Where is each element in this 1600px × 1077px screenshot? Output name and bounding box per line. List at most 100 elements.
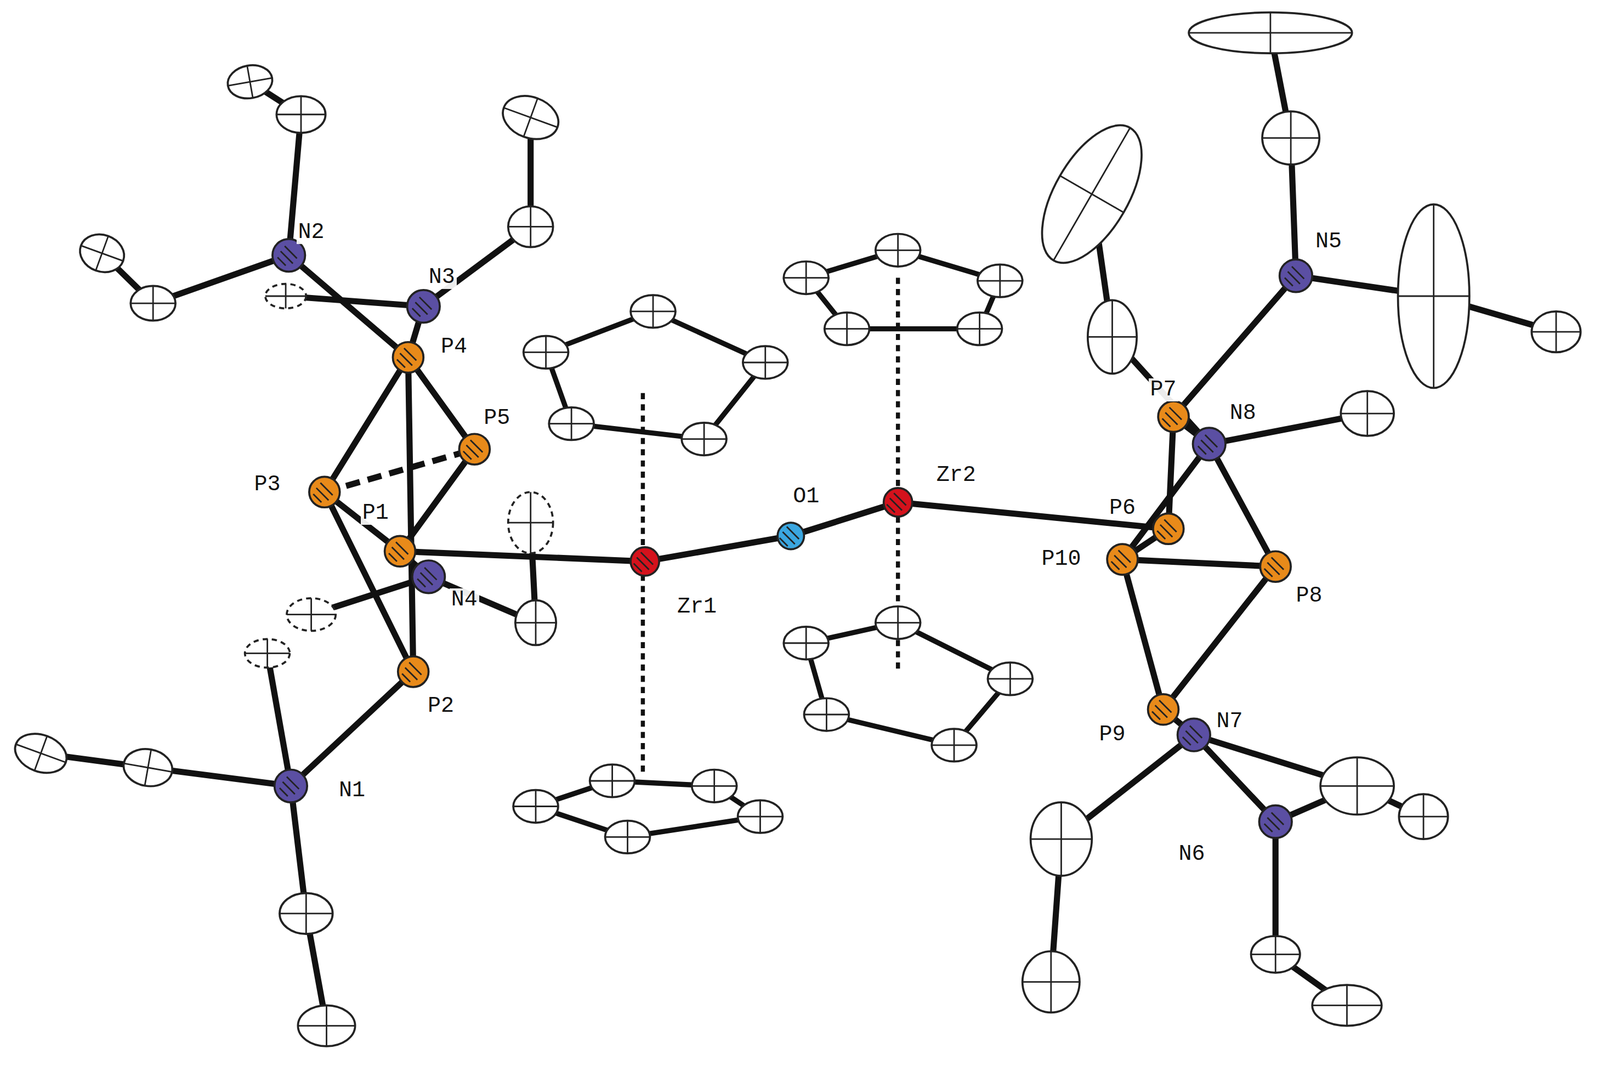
bond xyxy=(400,551,646,562)
ellipsoid-axis xyxy=(305,893,308,934)
ellipsoid-axis xyxy=(266,638,269,668)
ellipsoid-axis xyxy=(1346,984,1348,1026)
atom-label: N6 xyxy=(1177,842,1207,866)
ellipsoid-axis xyxy=(1060,802,1063,876)
bond xyxy=(324,491,414,672)
ellipsoid-axis xyxy=(95,235,109,271)
octant-shading xyxy=(277,246,297,266)
octant-shading xyxy=(396,348,417,368)
carbon-ellipsoid xyxy=(1320,757,1394,815)
carbon-ellipsoid xyxy=(496,88,565,147)
octant-shading xyxy=(1198,434,1218,455)
octant-shading xyxy=(1264,812,1284,832)
ellipsoid-axis xyxy=(570,407,573,441)
ellipsoid-axis xyxy=(285,284,287,309)
carbon-ellipsoid xyxy=(1398,793,1448,839)
ellipsoid-axis xyxy=(1050,951,1052,1013)
carbon-ellipsoid xyxy=(1030,802,1093,876)
ellipsoid-axis xyxy=(764,345,767,379)
carbon-ellipsoid xyxy=(1531,311,1581,353)
ellipsoid-axis xyxy=(247,65,253,99)
carbon-ellipsoid xyxy=(515,600,556,646)
octant-shading xyxy=(1284,266,1304,286)
ellipsoid-axis xyxy=(1290,111,1292,165)
carbon-ellipsoid xyxy=(297,1005,355,1046)
ellipsoid-axis xyxy=(535,790,537,824)
carbon-ellipsoid xyxy=(589,764,635,798)
ellipsoid-axis xyxy=(611,764,614,798)
atom-sphere xyxy=(1260,551,1291,582)
atom-label: Zr1 xyxy=(675,595,719,619)
carbon-ellipsoid xyxy=(1087,299,1137,374)
octant-shading xyxy=(412,297,432,317)
ellipsoid-axis xyxy=(1432,204,1435,389)
ellipsoid-axis xyxy=(152,285,155,321)
carbon-ellipsoid xyxy=(548,407,594,441)
carbon-ellipsoid xyxy=(508,206,554,247)
octant-shading xyxy=(388,542,408,562)
ellipsoid-axis xyxy=(825,698,828,731)
centroid-line xyxy=(640,393,645,550)
atom-sphere xyxy=(458,433,490,465)
carbon-ellipsoid xyxy=(957,312,1003,346)
octant-shading xyxy=(886,492,906,513)
centroid-line xyxy=(895,516,900,672)
atom-sphere xyxy=(309,476,340,508)
carbon-ellipsoid xyxy=(1340,390,1394,436)
ellipsoid-axis xyxy=(144,749,152,786)
carbon-ellipsoid xyxy=(931,728,977,762)
atom-label: P3 xyxy=(252,473,283,497)
carbon-ellipsoid xyxy=(276,95,326,133)
atom-sphere xyxy=(1148,694,1179,725)
atom-sphere xyxy=(1192,427,1226,461)
carbon-ellipsoid xyxy=(224,61,275,102)
carbon-ellipsoid xyxy=(681,422,727,456)
atom-label: P8 xyxy=(1294,584,1325,608)
ellipsoid-axis xyxy=(1269,12,1272,54)
atom-label: N2 xyxy=(296,220,327,245)
ellipsoid-axis xyxy=(759,800,762,833)
octant-shading xyxy=(1182,725,1202,745)
carbon-ellipsoid xyxy=(1022,951,1080,1013)
octant-shading xyxy=(1156,519,1177,539)
carbon-ellipsoid xyxy=(523,336,569,370)
carbon-ellipsoid xyxy=(875,234,921,268)
ellipsoid-axis xyxy=(529,206,532,247)
carbon-ellipsoid xyxy=(245,638,291,668)
bond xyxy=(1193,734,1276,822)
bond xyxy=(1209,444,1276,567)
atom-sphere xyxy=(274,769,308,803)
atom-sphere xyxy=(630,547,660,576)
ellipsoid-axis xyxy=(1356,757,1359,815)
octant-shading xyxy=(1111,549,1131,570)
octant-shading xyxy=(417,567,437,587)
bond xyxy=(407,357,475,450)
atom-label: Zr2 xyxy=(934,463,978,487)
carbon-ellipsoid xyxy=(9,727,73,780)
bond xyxy=(290,671,413,786)
bond xyxy=(1122,559,1276,567)
ellipsoid-axis xyxy=(703,422,706,456)
atom-sphere xyxy=(883,488,913,517)
bond xyxy=(1272,821,1279,955)
octant-shading xyxy=(279,776,299,797)
octant-shading xyxy=(1264,557,1284,577)
ellipsoid-axis xyxy=(897,234,899,268)
carbon-ellipsoid xyxy=(508,491,554,554)
carbon-ellipsoid xyxy=(987,662,1033,696)
atom-sphere xyxy=(384,535,416,567)
ellipsoid-axis xyxy=(1366,390,1369,436)
carbon-ellipsoid xyxy=(783,261,829,295)
ellipsoid-axis xyxy=(805,261,808,295)
ellipsoid-axis xyxy=(953,728,956,762)
ellipsoid-axis xyxy=(978,312,981,346)
bond xyxy=(267,653,292,786)
ellipsoid-axis xyxy=(535,600,537,646)
atom-sphere xyxy=(777,522,804,549)
carbon-ellipsoid xyxy=(742,345,788,379)
ellipsoid-axis xyxy=(805,626,808,660)
atom-sphere xyxy=(1279,259,1313,293)
carbon-ellipsoid xyxy=(1312,984,1382,1026)
bond xyxy=(1163,566,1276,710)
